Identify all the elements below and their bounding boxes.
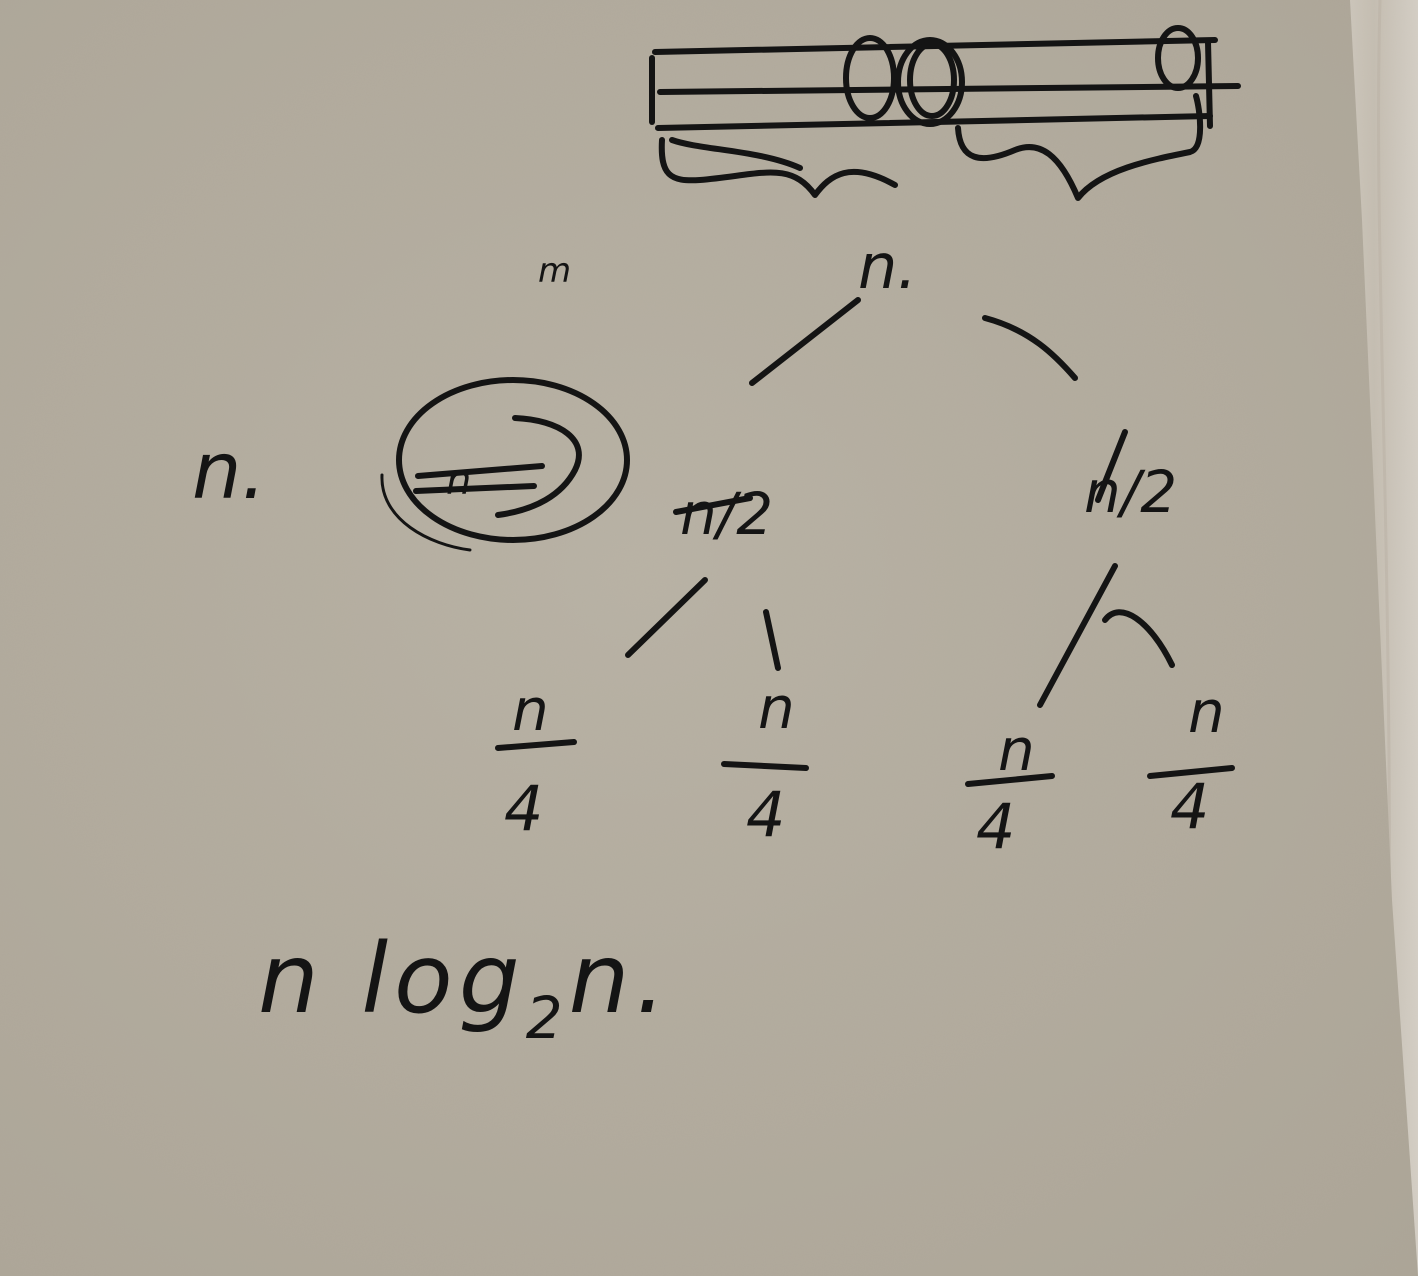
result-main: n log [258, 923, 526, 1035]
result-subscript: 2 [526, 984, 569, 1052]
fraction-bar-leaf-1 [495, 739, 577, 751]
leaf-1-denominator: 4 [504, 772, 543, 845]
right-child-label: n/2 [1084, 458, 1177, 526]
leaf-1-numerator: n [512, 676, 549, 744]
branch-root-right [982, 315, 1078, 381]
array-sketch [649, 25, 1241, 201]
branch-left-left [625, 577, 708, 658]
leaf-2-numerator: n [758, 674, 795, 742]
fraction-bar-leaf-3 [965, 773, 1055, 787]
leaf-3-numerator: n [998, 716, 1035, 784]
ink-drawing [380, 25, 1241, 787]
branch-root-left [749, 297, 861, 386]
left-child-label: n/2 [680, 480, 773, 548]
branch-right-right [1102, 609, 1175, 668]
branch-right-left [1037, 563, 1118, 708]
fraction-bar-left-child [673, 495, 753, 515]
side-label: n. [192, 427, 266, 517]
circled-text: n [446, 458, 471, 504]
leaf-3-denominator: 4 [976, 790, 1015, 863]
fraction-bar-leaf-4 [1147, 765, 1235, 779]
root-label: n. [858, 230, 917, 303]
leaf-4-denominator: 4 [1170, 770, 1209, 843]
circled-item [380, 377, 630, 552]
fraction-bar-leaf-2 [721, 761, 809, 771]
leaf-2-denominator: 4 [746, 778, 785, 851]
tiny-mark: m [538, 251, 571, 291]
result-formula: n log2n. [258, 923, 672, 1052]
result-tail: n. [569, 923, 672, 1035]
leaf-4-numerator: n [1188, 678, 1225, 746]
branch-left-right [763, 609, 781, 671]
slash-right-child [1095, 429, 1128, 503]
